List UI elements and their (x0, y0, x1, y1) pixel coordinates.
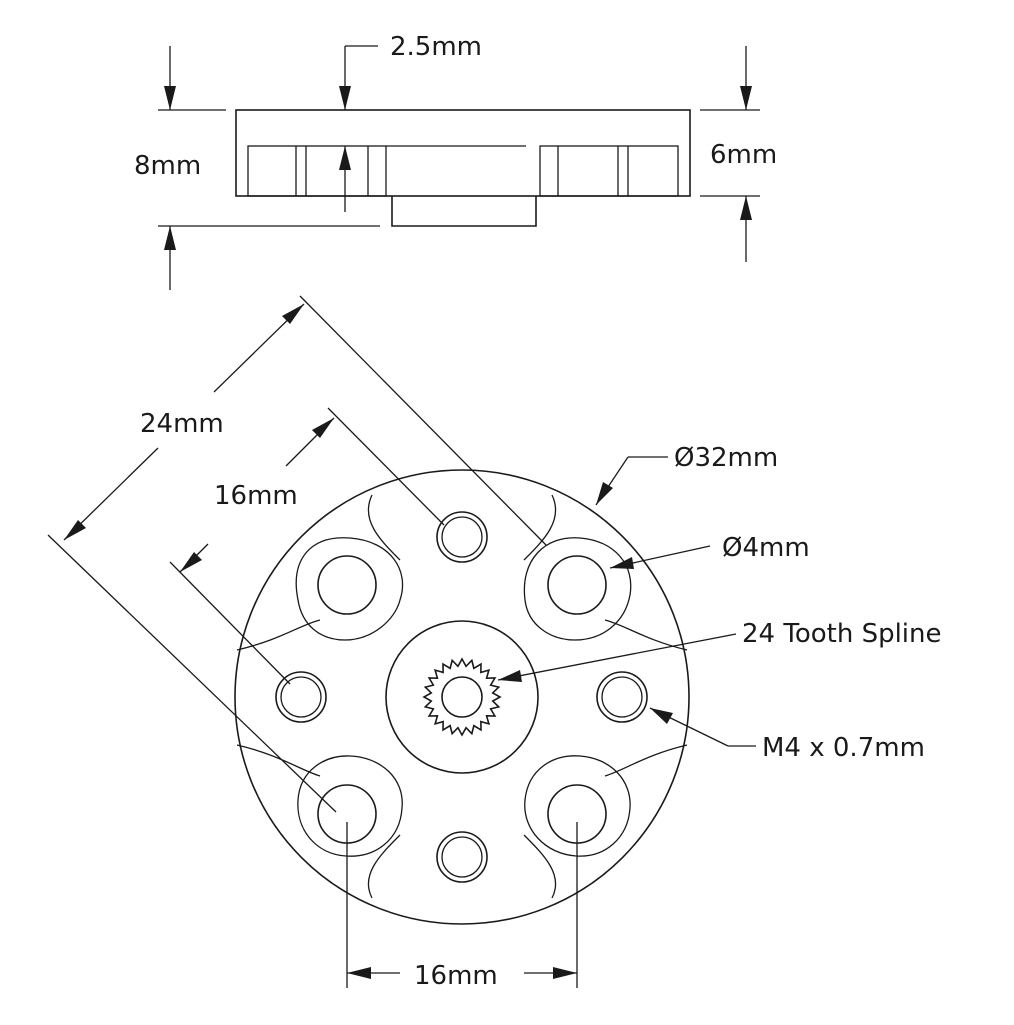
label-24mm: 24mm (140, 409, 224, 439)
label-16mm-bottom: 16mm (414, 961, 498, 991)
top-view: 24mm 16mm Ø32mm Ø4mm (47, 295, 942, 991)
side-body (235, 109, 691, 197)
label-diameter-32: Ø32mm (674, 443, 778, 473)
label-8mm: 8mm (134, 151, 201, 181)
spline-bore (441, 676, 483, 718)
side-view: 2.5mm 8mm 6mm (134, 32, 777, 290)
dimension-8mm: 8mm (134, 46, 380, 290)
label-thread: M4 x 0.7mm (762, 733, 925, 763)
tapped-holes (275, 511, 648, 883)
clearance-holes (317, 555, 607, 844)
callout-diameter-32: Ø32mm (595, 443, 778, 506)
side-hub (391, 196, 537, 227)
dimension-16mm-bottom: 16mm (346, 822, 578, 991)
clearance-hole (547, 555, 607, 615)
clover-pockets (236, 494, 688, 899)
side-pocket-right (539, 145, 679, 197)
callout-thread: M4 x 0.7mm (649, 707, 925, 763)
label-2-5mm: 2.5mm (390, 32, 482, 62)
clearance-hole (317, 555, 377, 615)
callout-spline: 24 Tooth Spline (497, 619, 942, 682)
label-6mm: 6mm (710, 140, 777, 170)
dimension-16mm-diagonal: 16mm (169, 407, 445, 685)
dimension-24mm: 24mm (47, 295, 547, 813)
label-16mm-diagonal: 16mm (214, 481, 298, 511)
label-spline: 24 Tooth Spline (742, 619, 942, 649)
dimension-6mm: 6mm (700, 46, 777, 262)
callout-diameter-4: Ø4mm (609, 533, 810, 569)
dimension-2-5mm: 2.5mm (339, 32, 482, 212)
side-pocket-left (247, 145, 387, 197)
label-diameter-4: Ø4mm (722, 533, 810, 563)
